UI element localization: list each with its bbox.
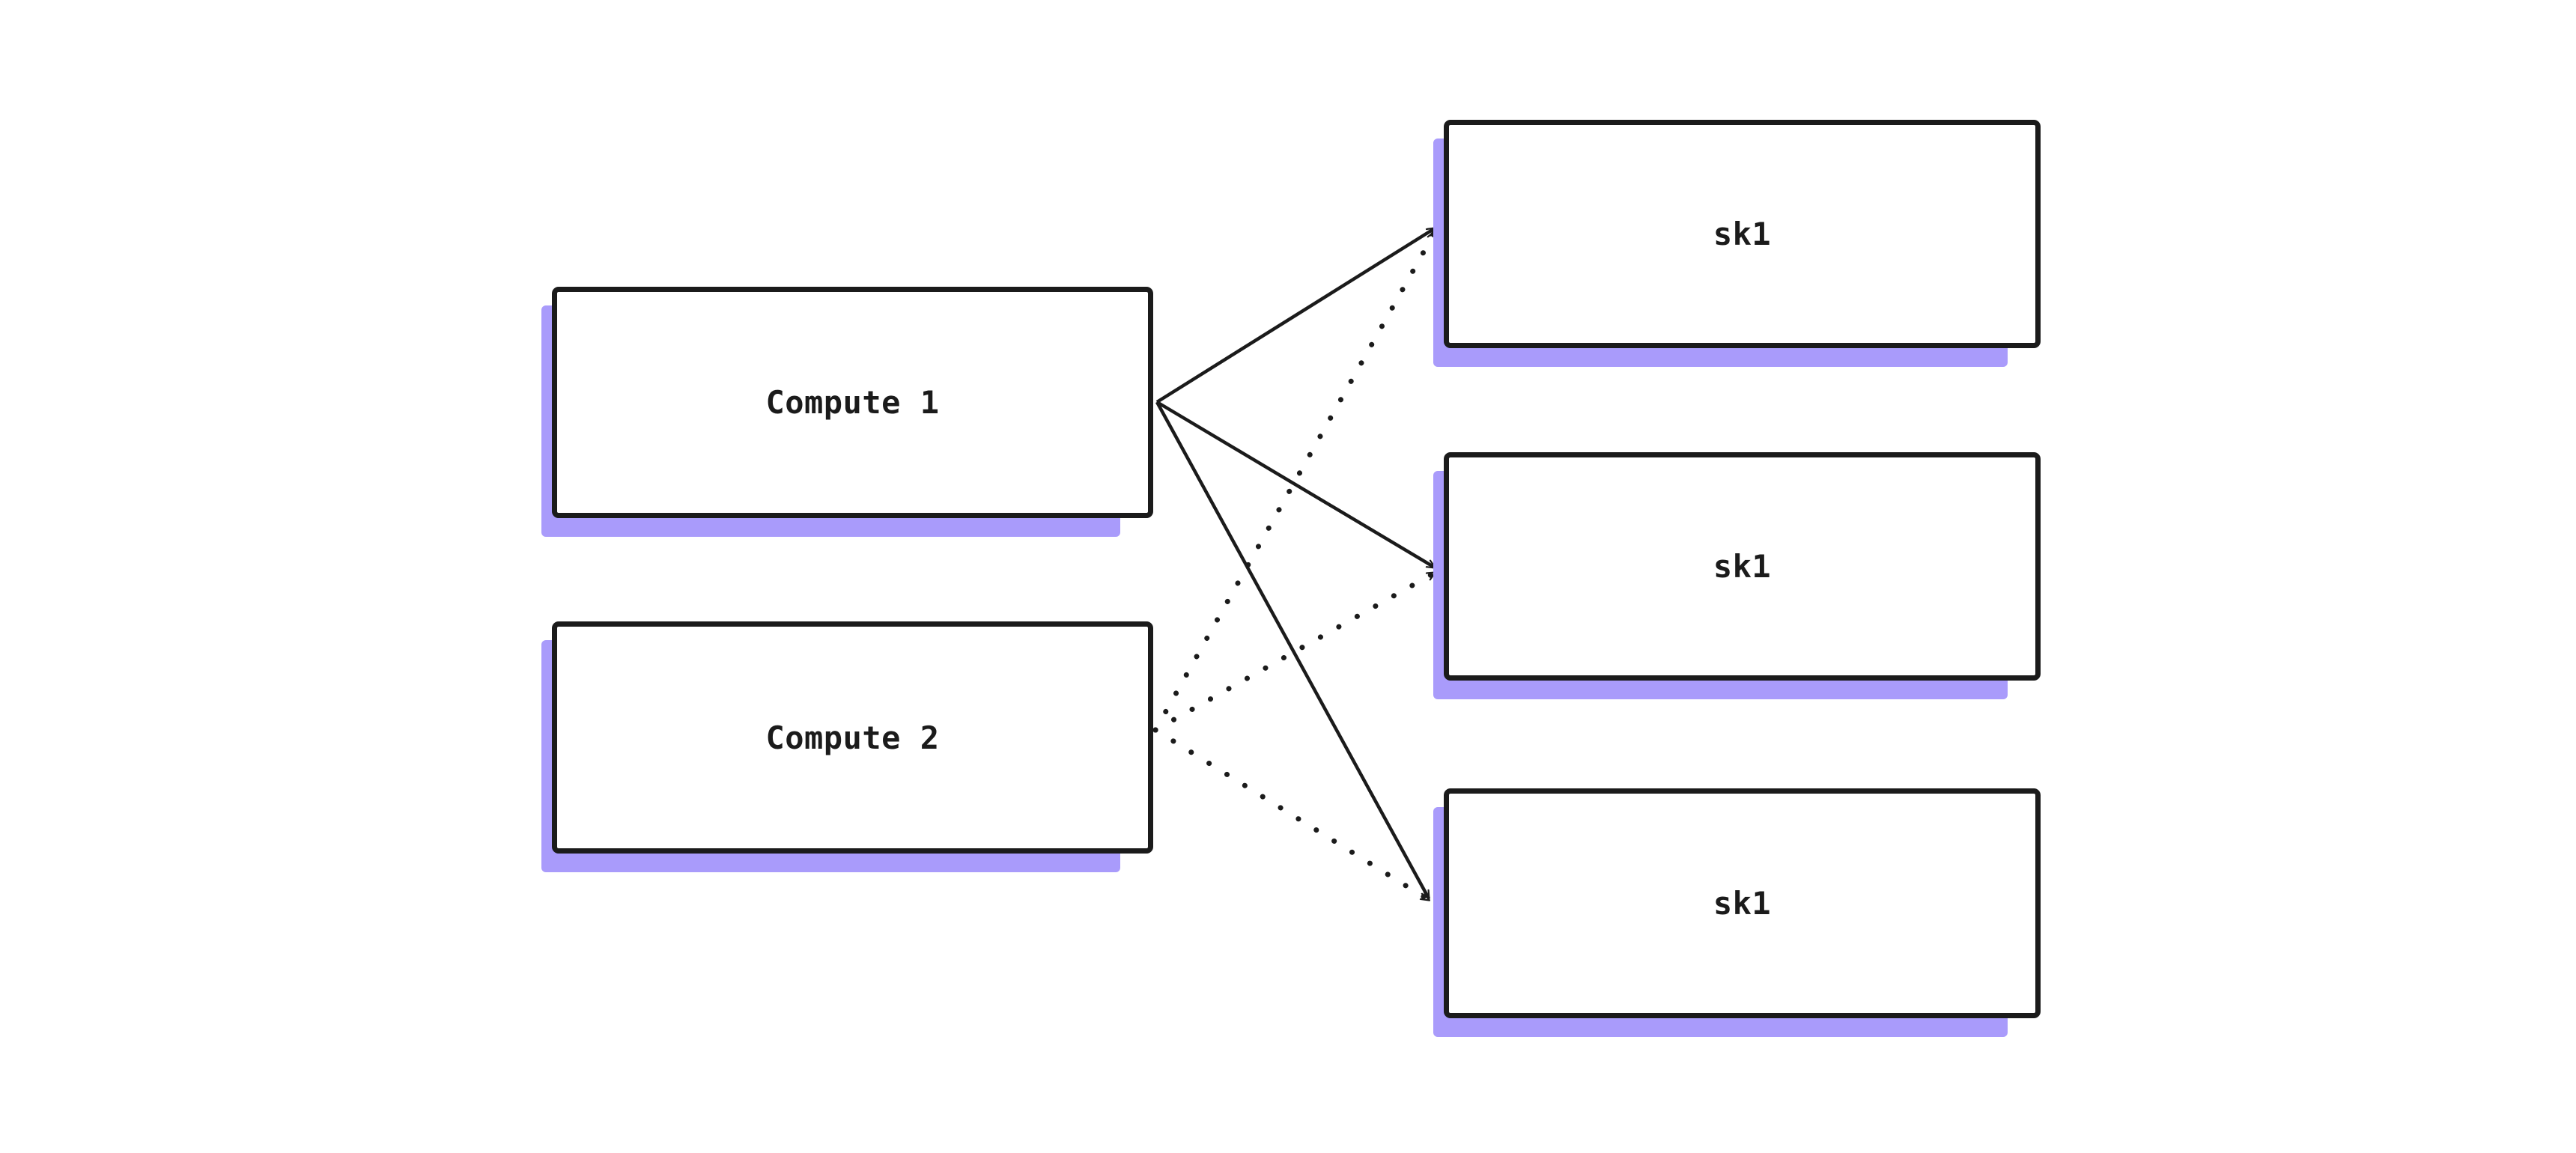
node-label: Compute 2 — [765, 719, 940, 756]
node-box[interactable]: sk1 — [1444, 120, 2041, 348]
node-label: sk1 — [1713, 216, 1772, 252]
edge-solid — [1155, 401, 1435, 569]
edge-dotted — [1152, 570, 1438, 733]
node-box[interactable]: Compute 2 — [552, 621, 1153, 854]
node-label: sk1 — [1713, 548, 1772, 585]
edge-solid — [1155, 401, 1430, 898]
edge-solid — [1155, 227, 1435, 404]
edge-dotted — [1152, 727, 1432, 903]
node-box[interactable]: sk1 — [1444, 788, 2041, 1018]
node-label: Compute 1 — [765, 384, 940, 421]
node-label: sk1 — [1713, 885, 1772, 922]
node-box[interactable]: sk1 — [1444, 452, 2041, 681]
node-box[interactable]: Compute 1 — [552, 287, 1153, 518]
edge-dotted — [1152, 229, 1438, 733]
